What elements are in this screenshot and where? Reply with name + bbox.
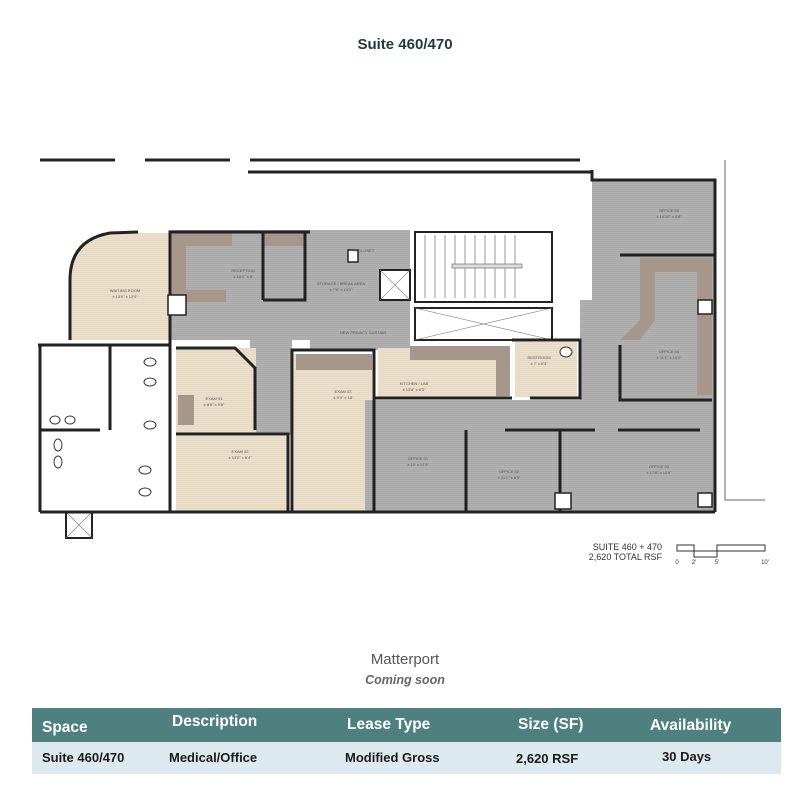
scale-tick: 0 xyxy=(675,560,679,566)
kitchen-counter-side xyxy=(496,346,510,396)
legend-suite: SUITE 460 + 470 xyxy=(592,542,662,552)
reception-shelf xyxy=(263,232,305,246)
room-label-office2: OFFICE 02 xyxy=(499,469,520,474)
room-dim-office2: ± 11'1" x 8'5" xyxy=(498,475,521,480)
page-title: Suite 460/470 xyxy=(357,36,453,53)
room-label-reception: RECEPTION xyxy=(231,268,254,273)
room-dim-kitchen: ± 13'8" x 6'3" xyxy=(402,387,426,392)
room-label-storage: STORAGE / BREAK AREA xyxy=(317,281,365,286)
scale-tick: 2' xyxy=(692,560,696,566)
header-availability: Availability xyxy=(650,717,732,734)
header-space: Space xyxy=(42,719,88,736)
room-label-office1: OFFICE 01 xyxy=(408,456,429,461)
suite-legend: SUITE 460 + 470 2,620 TOTAL RSF xyxy=(586,542,662,562)
room-dim-restroom: ± 7' x 6'3" xyxy=(530,361,548,366)
kitchen-counter xyxy=(410,346,510,360)
room-label-office3: OFFICE 03 xyxy=(649,464,670,469)
cell-availability: 30 Days xyxy=(662,749,712,764)
header-lease-type: Lease Type xyxy=(347,716,431,733)
scale-bar: 0 2' 5' 10' xyxy=(675,544,769,566)
room-dim-storage: ± 7'6" x 13'0" xyxy=(329,287,353,292)
waiting-room-floor xyxy=(70,233,170,340)
matterport-status: Coming soon xyxy=(365,673,445,687)
matterport-title: Matterport xyxy=(370,651,440,668)
room-dim-office3: ± 17'8" x 12'6" xyxy=(646,470,672,475)
stair-treads xyxy=(424,235,523,298)
reception-counter-side xyxy=(172,232,186,302)
reception-counter xyxy=(172,232,232,246)
floor-plan: WAITING ROOM ± 13'0" x 12'0" RECEPTION ±… xyxy=(0,120,810,610)
scale-tick: 5' xyxy=(715,560,719,566)
room-dim-waiting: ± 13'0" x 12'0" xyxy=(112,294,138,299)
legend-rsf: 2,620 TOTAL RSF xyxy=(588,552,662,562)
table-row: Suite 460/470 Medical/Office Modified Gr… xyxy=(32,742,781,774)
room-dim-office5: ± 10'10" x 8'9" xyxy=(656,214,682,219)
room-label-closet: IT CLOSET xyxy=(354,248,375,253)
room-dim-exam2: ± 13'2" x 8'4" xyxy=(228,455,252,460)
exam2-floor xyxy=(176,436,288,512)
corridor-floor xyxy=(250,340,292,435)
room-label-exam2: EXAM 02 xyxy=(232,449,250,454)
floor-plan-drawing: WAITING ROOM ± 13'0" x 12'0" RECEPTION ±… xyxy=(38,158,765,539)
exam1-counter xyxy=(178,395,194,425)
cell-size: 2,620 RSF xyxy=(516,751,579,766)
room-dim-exam3: ± 9'3" x 18' xyxy=(333,395,353,400)
room-label-office4: OFFICE 04 xyxy=(659,349,680,354)
cell-lease-type: Modified Gross xyxy=(345,750,440,765)
walls xyxy=(38,158,717,514)
curtain-label: NEW PRIVACY CURTAIN xyxy=(340,330,386,335)
office4-counter xyxy=(620,258,712,395)
room-label-waiting: WAITING ROOM xyxy=(110,288,141,293)
availability-table: Space Description Lease Type Size (SF) A… xyxy=(32,708,781,774)
room-label-exam3: EXAM 03 xyxy=(335,389,353,394)
exam3-counter xyxy=(296,354,372,370)
room-label-kitchen: KITCHEN / LAB xyxy=(400,381,429,386)
cell-space: Suite 460/470 xyxy=(42,750,125,765)
cell-description: Medical/Office xyxy=(169,750,258,765)
table-header: Space Description Lease Type Size (SF) A… xyxy=(32,708,781,742)
room-dim-office4: ± 11'1" x 16'2" xyxy=(657,355,683,360)
header-description: Description xyxy=(172,713,258,730)
room-dim-reception: ± 15'4" x 8' xyxy=(233,274,253,279)
reception-floor xyxy=(170,230,310,340)
reception-desk xyxy=(186,290,226,302)
room-dim-exam1: ± 8'6" x 9'8" xyxy=(204,402,225,407)
room-dim-office1: ± 10' x 17'3" xyxy=(407,462,429,467)
room-label-restroom: RESTROOM xyxy=(527,355,550,360)
room-label-office5: OFFICE 05 xyxy=(659,208,680,213)
header-size: Size (SF) xyxy=(518,716,584,733)
room-label-exam1: EXAM 01 xyxy=(206,396,224,401)
scale-tick: 10' xyxy=(761,560,769,566)
exam3-floor xyxy=(294,354,372,512)
